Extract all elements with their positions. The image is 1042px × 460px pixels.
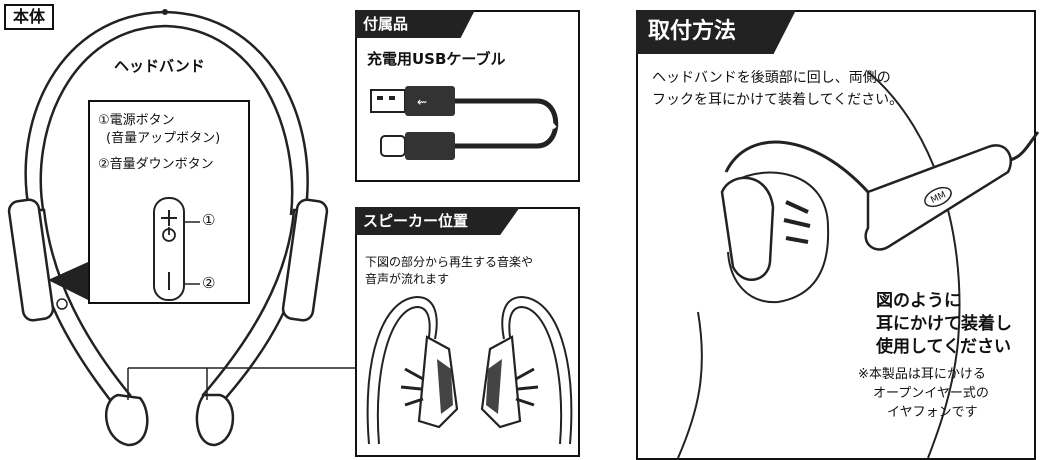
usb-cable-illustration: ⇜	[370, 86, 559, 160]
wearing-illustration	[677, 71, 1040, 459]
mounting-banner: 取付方法	[636, 10, 796, 54]
speaker-illustration	[366, 295, 573, 445]
main-unit-tag: 本体	[4, 4, 54, 30]
mounting-note-line3: イヤフォンです	[887, 405, 978, 420]
marker-2: ②	[202, 274, 216, 292]
power-button-label: ①電源ボタン	[98, 113, 175, 128]
volume-up-label: (音量アップボタン)	[106, 131, 221, 146]
speaker-desc-line2: 音声が流れます	[365, 272, 450, 286]
speaker-banner: スピーカー位置	[355, 207, 520, 235]
speaker-desc-line1: 下図の部分から再生する音楽や	[365, 255, 534, 269]
mounting-instr-line1: ヘッドバンドを後頭部に回し、両側の	[652, 70, 891, 86]
marker-1: ①	[202, 211, 216, 229]
svg-text:⇜: ⇜	[417, 95, 427, 109]
mounting-note-line1: ※本製品は耳にかける	[858, 367, 986, 382]
accessory-banner: 付属品	[355, 10, 475, 38]
usb-cable-label: 充電用USBケーブル	[367, 50, 506, 68]
headset-illustration: −	[7, 9, 356, 447]
mounting-bold-line2: 耳にかけて装着し	[876, 314, 1012, 334]
mounting-note-line2: オープンイヤー式の	[873, 386, 989, 401]
accessory-panel: 付属品 充電用USBケーブル ⇜	[355, 10, 580, 182]
mounting-panel: 取付方法 ヘッドバンドを後頭部に回し、両側の フックを耳にかけて装着してください…	[636, 10, 1040, 460]
mounting-bold-line3: 使用してください	[876, 337, 1011, 357]
headband-label: ヘッドバンド	[114, 57, 205, 75]
volume-down-label: ②音量ダウンボタン	[98, 157, 214, 172]
mounting-bold-line1: 図のように	[876, 291, 961, 311]
button-closeup	[153, 197, 200, 301]
speaker-panel: スピーカー位置 下図の部分から再生する音楽や 音声が流れます	[355, 207, 580, 457]
button-callout-box: ①電源ボタン (音量アップボタン) ②音量ダウンボタン ① ②	[88, 100, 250, 304]
mounting-instr-line2: フックを耳にかけて装着してください。	[652, 92, 904, 108]
